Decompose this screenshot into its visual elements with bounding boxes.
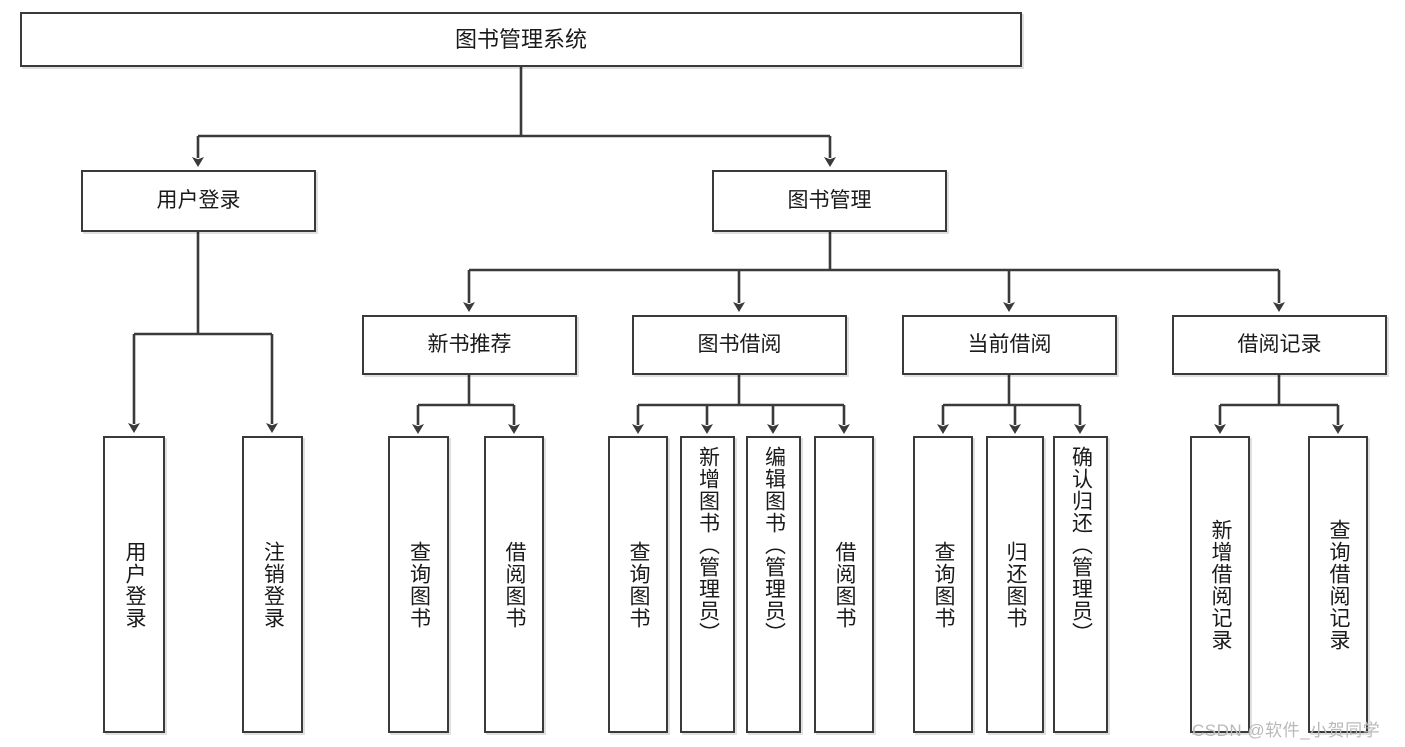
node-book-management-label: 图书管理 (787, 188, 872, 212)
leaf-add-book[interactable]: 新增图书（管理员） (680, 436, 735, 733)
leaf-query-borrow-record[interactable]: 查询借阅记录 (1308, 436, 1368, 733)
node-book-borrow-label: 图书借阅 (697, 332, 782, 356)
node-root-label: 图书管理系统 (454, 26, 587, 52)
leaf-borrow-book[interactable]: 借阅图书 (814, 436, 874, 733)
leaf-query-book-borrow[interactable]: 查询图书 (608, 436, 668, 733)
leaf-confirm-return[interactable]: 确认归还（管理员） (1053, 436, 1108, 733)
edge-book-management-to-level2 (463, 232, 1285, 312)
node-user-login[interactable]: 用户登录 (81, 170, 316, 232)
leaf-add-borrow-record-label: 新增借阅记录 (1209, 518, 1233, 651)
edge-borrow-record-to-leaves (1214, 375, 1344, 434)
leaf-query-book-current-label: 查询图书 (932, 540, 956, 629)
leaf-borrow-book-recommend-label: 借阅图书 (503, 540, 527, 629)
leaf-query-borrow-record-label: 查询借阅记录 (1327, 518, 1351, 651)
node-book-management[interactable]: 图书管理 (712, 170, 947, 232)
node-root[interactable]: 图书管理系统 (20, 12, 1022, 67)
node-book-borrow[interactable]: 图书借阅 (632, 315, 847, 375)
leaf-query-book-recommend[interactable]: 查询图书 (388, 436, 449, 733)
leaf-user-login-label: 用户登录 (123, 540, 147, 629)
leaf-logout[interactable]: 注销登录 (242, 436, 303, 733)
node-current-borrow-label: 当前借阅 (967, 332, 1052, 356)
node-current-borrow[interactable]: 当前借阅 (902, 315, 1117, 375)
leaf-return-book-label: 归还图书 (1004, 540, 1028, 629)
leaf-query-book-current[interactable]: 查询图书 (913, 436, 973, 733)
edge-root-to-level1 (192, 67, 836, 167)
leaf-add-borrow-record[interactable]: 新增借阅记录 (1190, 436, 1250, 733)
edge-current-borrow-to-leaves (937, 375, 1086, 434)
leaf-confirm-return-label: 确认归还（管理员） (1069, 446, 1093, 644)
leaf-return-book[interactable]: 归还图书 (986, 436, 1044, 733)
node-new-book-recommend[interactable]: 新书推荐 (362, 315, 577, 375)
leaf-borrow-book-label: 借阅图书 (833, 540, 857, 629)
leaf-logout-label: 注销登录 (261, 540, 285, 629)
leaf-edit-book-label: 编辑图书（管理员） (762, 446, 786, 644)
edge-new-book-recommend-to-leaves (412, 375, 520, 434)
leaf-add-book-label: 新增图书（管理员） (696, 446, 720, 644)
csdn-watermark-text: CSDN @软件_小贺同学 (1192, 721, 1381, 740)
edge-user-login-to-leaves (128, 232, 278, 433)
node-user-login-label: 用户登录 (156, 188, 241, 212)
leaf-borrow-book-recommend[interactable]: 借阅图书 (484, 436, 544, 733)
leaf-edit-book[interactable]: 编辑图书（管理员） (746, 436, 801, 733)
leaf-user-login[interactable]: 用户登录 (103, 436, 165, 733)
node-new-book-recommend-label: 新书推荐 (427, 332, 512, 356)
leaf-query-book-borrow-label: 查询图书 (627, 540, 651, 629)
node-borrow-record[interactable]: 借阅记录 (1172, 315, 1387, 375)
edge-book-borrow-to-leaves (632, 375, 850, 434)
csdn-watermark: CSDN @软件_小贺同学 (1192, 716, 1380, 741)
node-borrow-record-label: 借阅记录 (1237, 332, 1322, 356)
leaf-query-book-recommend-label: 查询图书 (407, 540, 431, 629)
